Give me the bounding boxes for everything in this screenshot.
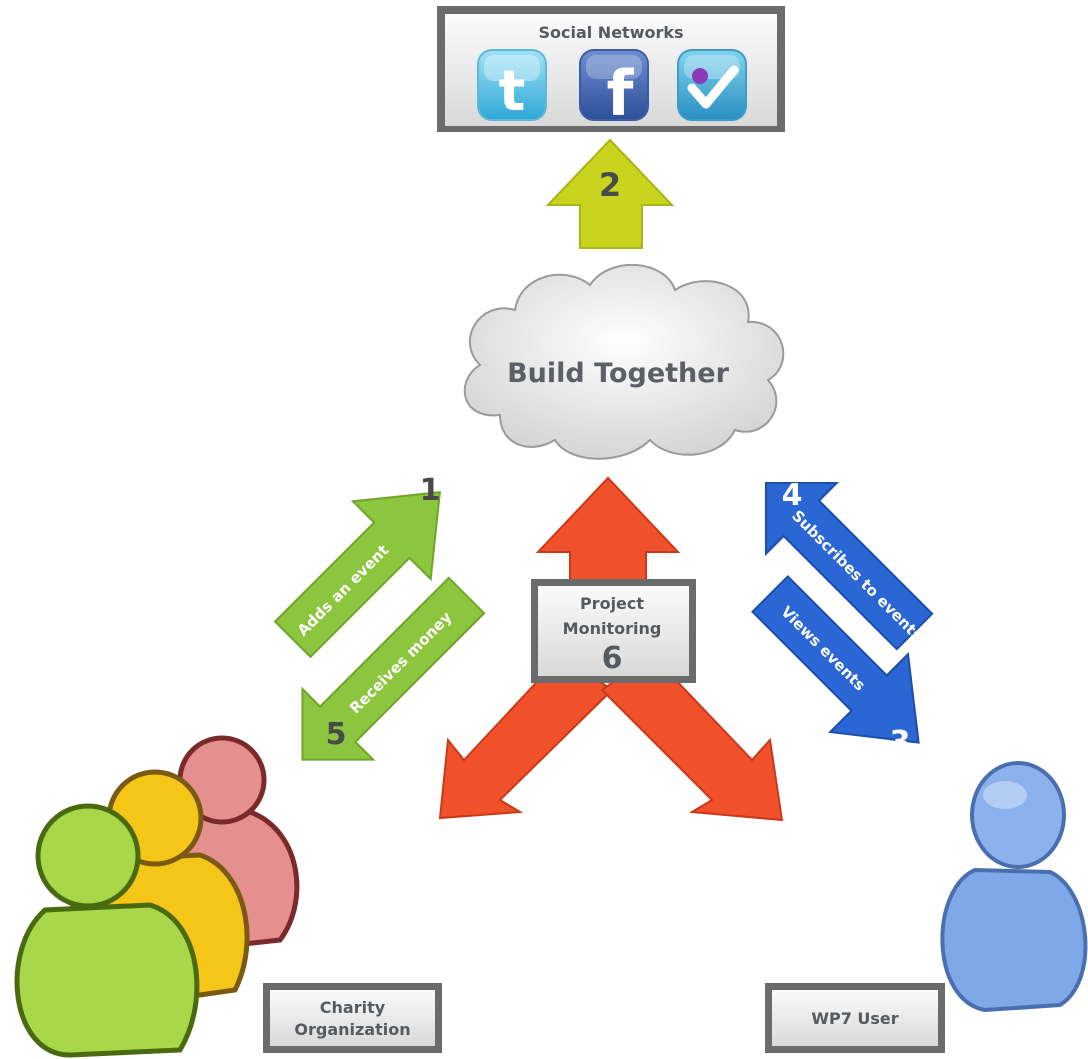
twitter-icon: t bbox=[477, 49, 547, 124]
step-1-label: 1 bbox=[420, 473, 441, 508]
charity-line1: Charity bbox=[320, 998, 386, 1017]
social-networks-title: Social Networks bbox=[538, 23, 683, 42]
monitoring-line1: Project bbox=[580, 594, 644, 613]
charity-organization-box-fill bbox=[270, 990, 435, 1046]
wp7-user-icon bbox=[940, 761, 1088, 1013]
social-networks-box: Social Networks t f bbox=[437, 6, 785, 132]
wp7-user-box-fill bbox=[772, 990, 938, 1046]
charity-line2: Organization bbox=[294, 1020, 410, 1039]
facebook-glyph: f bbox=[607, 57, 635, 130]
step-4-label: 4 bbox=[782, 478, 803, 513]
step-6-label: 6 bbox=[602, 641, 623, 676]
arrow-step-2: 2 bbox=[545, 138, 675, 249]
charity-group-icon bbox=[14, 735, 300, 1058]
blue-arrow-views-events: Views events bbox=[751, 575, 920, 744]
monitoring-line2: Monitoring bbox=[563, 619, 662, 638]
step-3-label: 3 bbox=[890, 725, 911, 760]
foursquare-icon bbox=[677, 49, 747, 121]
facebook-icon: f bbox=[579, 49, 649, 130]
monitoring-arrows bbox=[438, 476, 784, 822]
wp7-user-box: WP7 User bbox=[765, 983, 945, 1053]
receives-money-label: Receives money bbox=[346, 608, 455, 717]
wp7-user-label: WP7 User bbox=[811, 1009, 898, 1028]
twitter-glyph: t bbox=[499, 59, 526, 124]
project-monitoring-box: Project Monitoring 6 bbox=[531, 579, 696, 683]
build-together-cloud: Build Together bbox=[463, 264, 785, 460]
step-5-label: 5 bbox=[326, 717, 347, 752]
cloud-label: Build Together bbox=[507, 358, 729, 389]
step-2-label: 2 bbox=[599, 166, 621, 204]
